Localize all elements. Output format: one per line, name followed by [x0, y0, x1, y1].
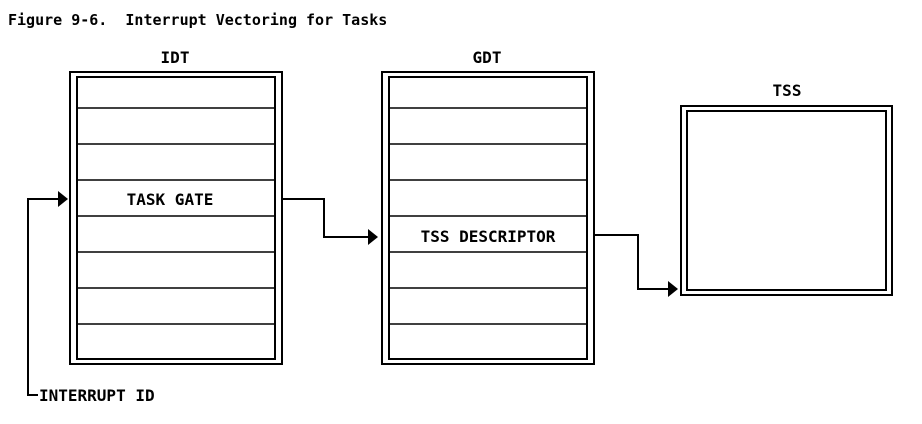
descriptor-to-tss-connector: [594, 234, 678, 297]
gdt-outer-frame: [381, 71, 595, 365]
task-gate-arrowhead: [368, 229, 378, 245]
tss-inner-frame: [686, 110, 887, 291]
task-gate-to-descriptor-connector: [282, 198, 378, 245]
interrupt-id-label: INTERRUPT ID: [39, 386, 155, 405]
interrupt-id-line: [27, 198, 58, 396]
descriptor-arrowhead: [668, 281, 678, 297]
tss-box: TSS: [680, 81, 893, 296]
task-gate-entry-label: TASK GATE: [127, 190, 214, 209]
tss-label: TSS: [773, 81, 802, 100]
gdt-inner-frame: [388, 76, 588, 360]
descriptor-line: [594, 234, 668, 290]
idt-label: IDT: [161, 48, 190, 67]
tss-descriptor-entry-label: TSS DESCRIPTOR: [421, 227, 556, 246]
figure-title: Figure 9-6. Interrupt Vectoring for Task…: [8, 11, 387, 29]
idt-outer-frame: [69, 71, 283, 365]
interrupt-id-connector: INTERRUPT ID: [27, 191, 155, 405]
gdt-label: GDT: [473, 48, 502, 67]
idt-entries: [77, 107, 275, 325]
idt-inner-frame: [76, 76, 276, 360]
task-gate-line: [282, 198, 368, 238]
interrupt-id-arrowhead: [58, 191, 68, 207]
gdt-entries: [389, 107, 587, 325]
tss-outer-frame: [680, 105, 893, 296]
idt-table: IDT TASK GATE: [69, 48, 283, 365]
gdt-table: GDT TSS DESCRIPTOR: [381, 48, 595, 365]
